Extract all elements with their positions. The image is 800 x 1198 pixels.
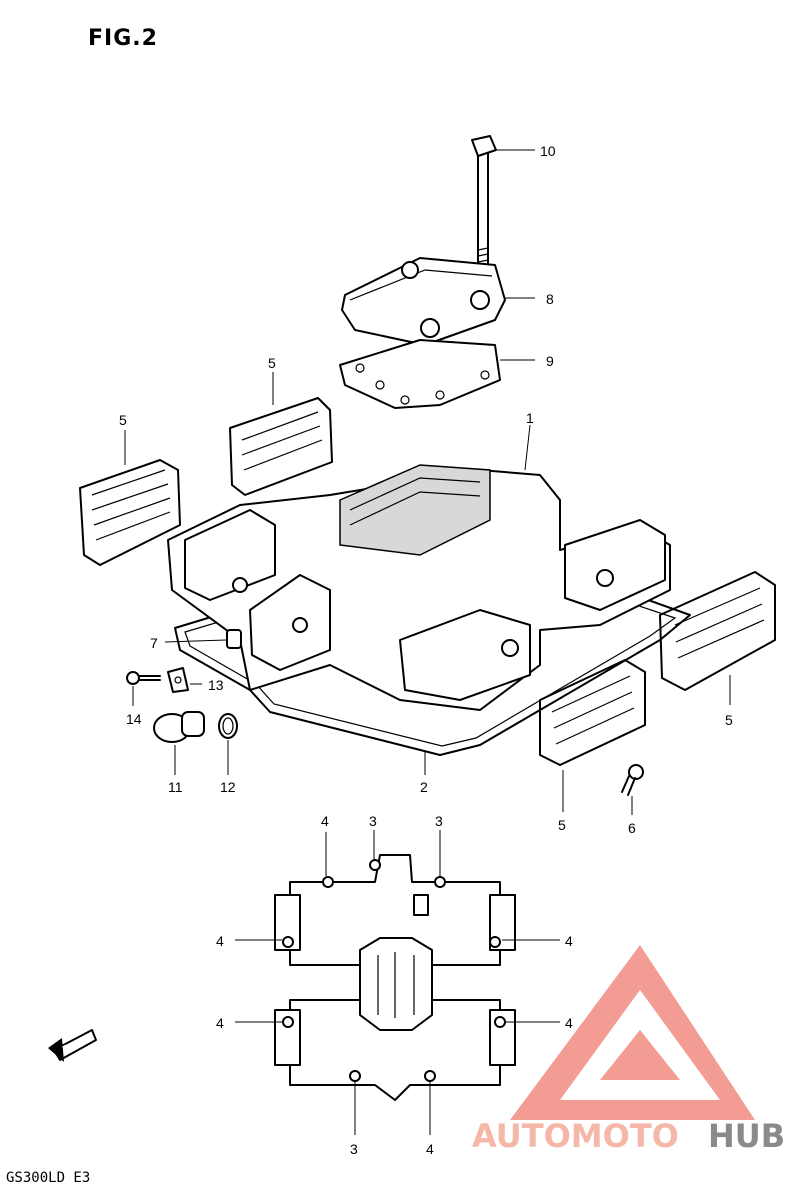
callout-11: 11 bbox=[168, 779, 183, 795]
part-8-cap bbox=[341, 257, 506, 346]
part-11-plug bbox=[153, 711, 205, 743]
callout-2: 2 bbox=[420, 779, 428, 795]
callout-5-right: 5 bbox=[725, 712, 733, 728]
part-10-bolt bbox=[471, 135, 497, 266]
watermark-text-primary: AUTOMOTO bbox=[472, 1117, 679, 1155]
watermark-logo bbox=[510, 945, 755, 1120]
part-7-dowel bbox=[226, 629, 242, 649]
part-1-head-cover bbox=[167, 464, 671, 711]
callout-5-left: 5 bbox=[119, 412, 127, 428]
part-13-clamp bbox=[167, 667, 189, 693]
callout-8: 8 bbox=[546, 291, 554, 307]
callout-3-bottom: 3 bbox=[350, 1141, 358, 1157]
callout-14: 14 bbox=[126, 711, 142, 727]
callout-4-mid-left: 4 bbox=[216, 933, 224, 949]
part-5-cover-center-front bbox=[539, 659, 646, 766]
part-9-gasket bbox=[339, 339, 501, 409]
callout-labels: 10 8 9 1 5 5 5 5 6 7 13 14 11 12 2 4 3 3… bbox=[119, 143, 733, 1157]
forward-direction-marker: FWD bbox=[48, 1029, 97, 1062]
model-code: GS300LD E3 bbox=[6, 1170, 91, 1186]
watermark-text-secondary: HUB bbox=[708, 1117, 785, 1155]
part-12-o-ring bbox=[218, 713, 238, 739]
part-14-screw bbox=[126, 671, 161, 685]
leader-lines bbox=[124, 149, 731, 1135]
callout-4-bottom: 4 bbox=[426, 1141, 434, 1157]
callout-5-center-rear: 5 bbox=[268, 355, 276, 371]
callout-4-top-left: 4 bbox=[321, 813, 329, 829]
callout-12: 12 bbox=[220, 779, 236, 795]
callout-3-top-center: 3 bbox=[369, 813, 377, 829]
part-5-cover-center-rear bbox=[229, 397, 333, 496]
callout-13: 13 bbox=[208, 677, 224, 693]
callout-6: 6 bbox=[628, 820, 636, 836]
figure-title: FIG.2 bbox=[88, 26, 158, 51]
callout-9: 9 bbox=[546, 353, 554, 369]
lower-head-assembly bbox=[274, 854, 516, 1101]
callout-4-low-right: 4 bbox=[565, 1015, 573, 1031]
part-5-cover-left-rear bbox=[79, 459, 181, 566]
callout-10: 10 bbox=[540, 143, 556, 159]
callout-3-top-right: 3 bbox=[435, 813, 443, 829]
part-5-cover-right-front bbox=[659, 571, 776, 691]
callout-5-center-front: 5 bbox=[558, 817, 566, 833]
callout-1: 1 bbox=[526, 410, 534, 426]
callout-4-mid-right: 4 bbox=[565, 933, 573, 949]
watermark-text: AUTOMOTO HUB bbox=[472, 1117, 785, 1155]
callout-7: 7 bbox=[150, 635, 158, 651]
part-6-screw bbox=[621, 764, 644, 796]
callout-4-low-left: 4 bbox=[216, 1015, 224, 1031]
